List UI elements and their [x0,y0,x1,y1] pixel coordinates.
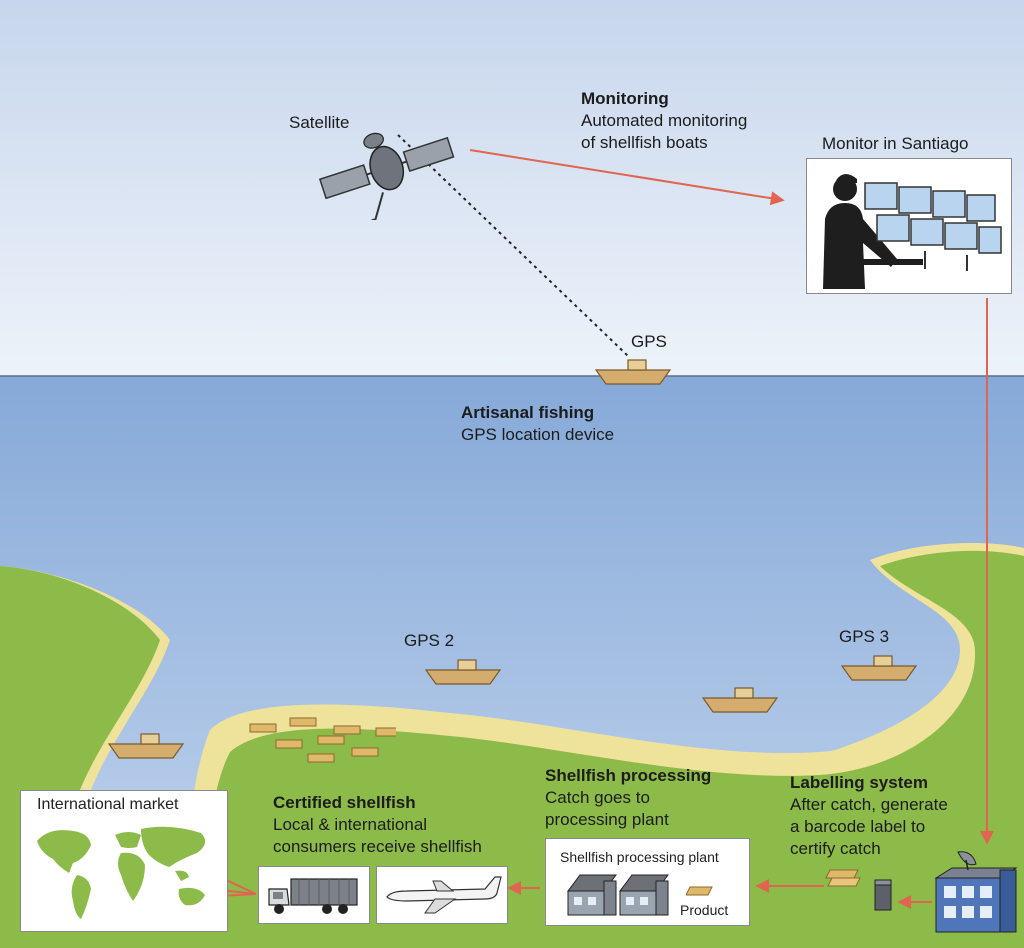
artisanal-title: Artisanal fishing [461,403,595,422]
processing-plant-label: Shellfish processing plant [560,849,719,865]
shellfish-beds [249,717,396,763]
arrow-satellite-to-monitor [469,149,785,206]
certified-caption: Certified shellfish Local & internationa… [273,792,482,858]
barcode-device-icon [874,879,892,911]
boat-icon [701,687,779,713]
certified-title: Certified shellfish [273,793,416,812]
product-label: Product [680,902,729,918]
processing-line1: Catch goes to [545,788,650,807]
gps-label: GPS [631,332,667,351]
monitoring-caption: Monitoring Automated monitoring of shell… [581,88,747,154]
product-icon [686,886,713,896]
bottom-land [0,880,1024,948]
processing-plant-box: Shellfish processing plant Product [545,838,750,926]
boat-icon [424,659,502,685]
satellite-icon [318,132,455,220]
monitoring-line1: Automated monitoring [581,111,748,130]
monitor-santiago-box [806,158,1012,294]
satellite-label: Satellite [289,113,350,132]
artisanal-line1: GPS location device [461,425,615,444]
world-map-icon [37,826,206,919]
certified-line2: consumers receive shellfish [273,837,482,856]
airplane-icon [386,876,502,914]
truck-box [258,866,370,924]
international-market-box: International market [20,790,228,932]
processing-caption: Shellfish processing Catch goes to proce… [545,765,711,831]
processing-line2: processing plant [545,810,669,829]
monitoring-title: Monitoring [581,89,669,108]
processing-title: Shellfish processing [545,766,712,785]
labelling-line1: After catch, generate [790,795,948,814]
factory-icon [567,874,669,916]
boat-icon [594,359,672,385]
boat-icon [840,655,918,681]
gps2-label: GPS 2 [404,631,455,650]
monitoring-line2: of shellfish boats [581,133,708,152]
monitor-santiago-label: Monitor in Santiago [822,134,969,153]
boat-icon [107,733,185,759]
artisanal-caption: Artisanal fishing GPS location device [461,402,614,446]
labelling-title: Labelling system [790,773,928,792]
truck-icon [268,878,358,914]
gps3-label: GPS 3 [839,627,890,646]
certified-line1: Local & international [273,815,428,834]
dish-icon [957,851,977,871]
labelling-caption: Labelling system After catch, generate a… [790,772,948,860]
airplane-box [376,866,508,924]
labelling-line2: a barcode label to [790,817,926,836]
label-stack-icon [825,869,861,887]
building-icon [934,851,1018,933]
screen-wall [864,182,1002,254]
operator-icon [823,174,1002,289]
international-market-label: International market [37,796,179,813]
labelling-line3: certify catch [790,839,881,858]
